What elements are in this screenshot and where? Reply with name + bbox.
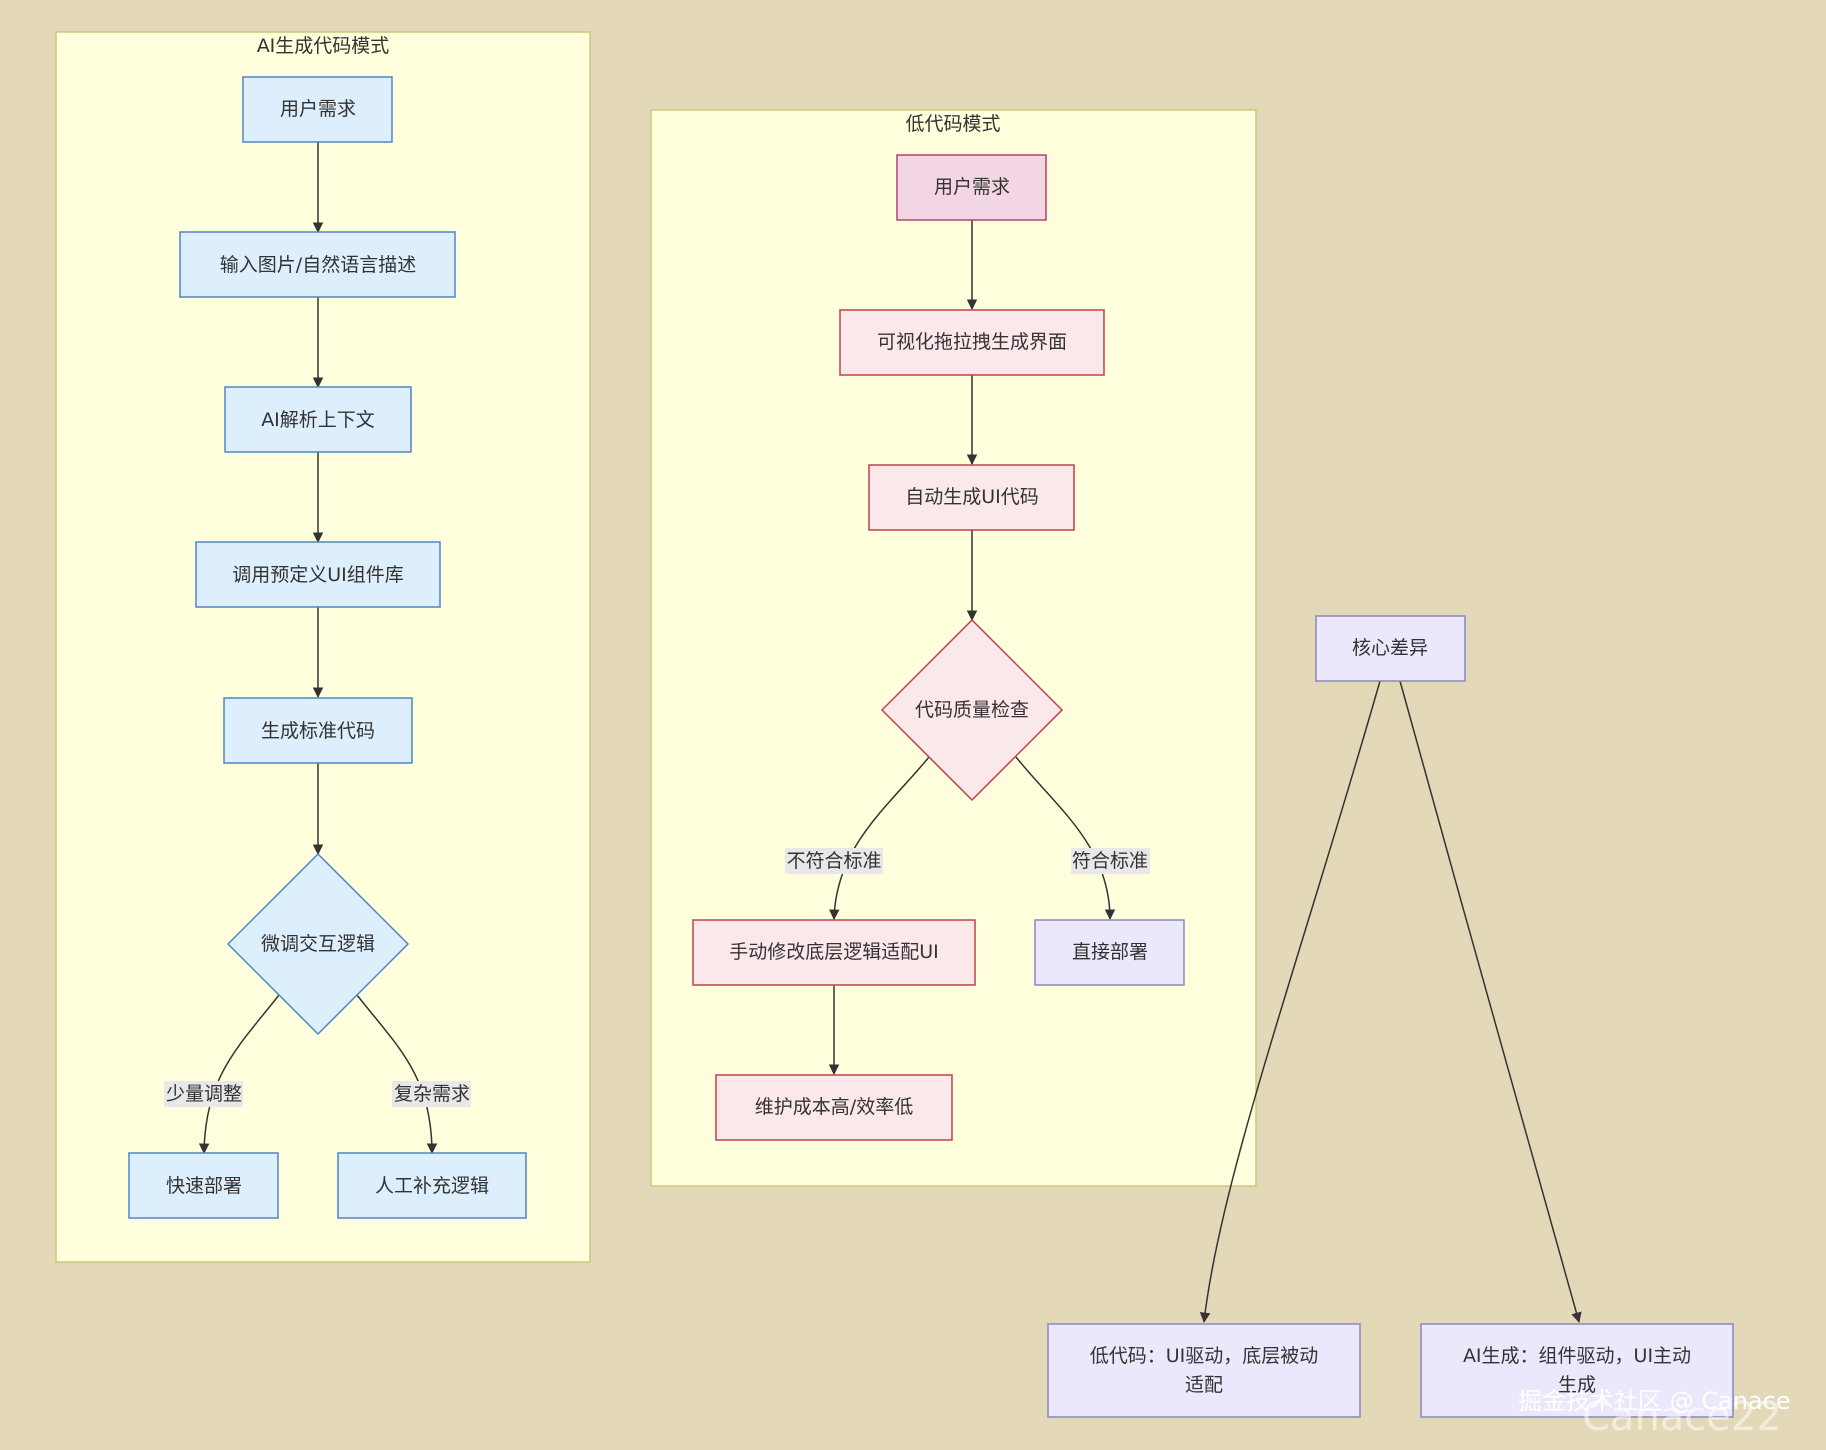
node-ai-gen-code: 生成标准代码 [223,697,413,764]
node-ai-quick-deploy-label: 快速部署 [166,1175,242,1197]
edge-core-lowcode [1199,680,1381,1324]
node-diff-ai-line2: 生成 [1558,1374,1596,1396]
node-lc-cost: 维护成本高/效率低 [715,1074,953,1141]
node-ai-user-need: 用户需求 [242,76,393,143]
node-lc-cost-label: 维护成本高/效率低 [755,1096,913,1118]
edge-lc-quality-deploy [1015,756,1116,921]
edge-label-complex: 复杂需求 [392,1081,471,1107]
node-lc-quality-decision: 代码质量检查 [880,618,1064,802]
node-ai-manual-logic: 人工补充逻辑 [337,1152,527,1219]
core-edges [1199,680,1582,1324]
node-ai-manual-logic-label: 人工补充逻辑 [375,1175,489,1197]
ai-edges [198,142,438,1155]
node-ai-call-lib: 调用预定义UI组件库 [195,541,441,608]
node-lc-deploy: 直接部署 [1034,919,1185,986]
edge-label-pass: 符合标准 [1071,848,1150,874]
edge-label-fail-text: 不符合标准 [786,850,881,872]
node-lc-deploy-label: 直接部署 [1072,941,1148,963]
node-ai-input: 输入图片/自然语言描述 [179,231,456,298]
node-ai-parse-label: AI解析上下文 [261,409,375,431]
node-lc-auto-gen: 自动生成UI代码 [868,464,1075,531]
edge-label-complex-text: 复杂需求 [394,1083,470,1105]
node-lc-manual-fix-label: 手动修改底层逻辑适配UI [729,941,939,963]
node-ai-tweak-decision: 微调交互逻辑 [226,852,410,1036]
node-lc-user-need: 用户需求 [896,154,1047,221]
edge-ai-tweak-manual [356,994,438,1155]
edge-label-minor-text: 少量调整 [166,1083,242,1105]
cluster-lowcode-title: 低代码模式 [905,113,1000,135]
watermark: Canace22 掘金技术社区 @ Canace [1518,1387,1791,1440]
node-ai-parse: AI解析上下文 [224,386,412,453]
node-lc-manual-fix: 手动修改底层逻辑适配UI [692,919,976,986]
node-ai-user-need-label: 用户需求 [280,98,356,120]
node-ai-call-lib-label: 调用预定义UI组件库 [232,564,404,586]
node-core-diff: 核心差异 [1315,615,1466,682]
node-ai-quick-deploy: 快速部署 [128,1152,279,1219]
node-lc-auto-gen-label: 自动生成UI代码 [905,486,1039,508]
node-diff-ai-line1: AI生成：组件驱动，UI主动 [1463,1345,1691,1367]
edge-core-ai [1399,680,1582,1324]
edge-lc-quality-fix [829,756,930,921]
node-lc-quality-label: 代码质量检查 [915,699,1029,721]
watermark-large-text: Canace22 [1582,1394,1782,1440]
node-lc-drag-label: 可视化拖拉拽生成界面 [877,331,1067,353]
node-ai-input-label: 输入图片/自然语言描述 [220,254,416,276]
lowcode-edges [828,220,1116,1076]
node-diff-lowcode: 低代码：UI驱动，底层被动 适配 [1047,1323,1361,1418]
node-diff-ai: AI生成：组件驱动，UI主动 生成 [1420,1323,1734,1418]
edge-label-minor: 少量调整 [164,1081,243,1107]
node-diff-lowcode-line2: 适配 [1185,1374,1223,1396]
edge-label-pass-text: 符合标准 [1072,850,1148,872]
cluster-ai-title: AI生成代码模式 [257,35,390,57]
node-lc-user-need-label: 用户需求 [934,176,1010,198]
node-diff-lowcode-line1: 低代码：UI驱动，底层被动 [1090,1345,1319,1367]
node-ai-tweak-label: 微调交互逻辑 [261,933,375,955]
node-ai-gen-code-label: 生成标准代码 [261,720,375,742]
edge-ai-tweak-quick [198,994,280,1155]
cluster-ai: AI生成代码模式 [55,31,591,1263]
node-core-diff-label: 核心差异 [1352,637,1428,659]
watermark-text: 掘金技术社区 @ Canace [1518,1387,1791,1415]
node-lc-drag: 可视化拖拉拽生成界面 [839,309,1105,376]
edge-label-fail: 不符合标准 [785,848,883,874]
